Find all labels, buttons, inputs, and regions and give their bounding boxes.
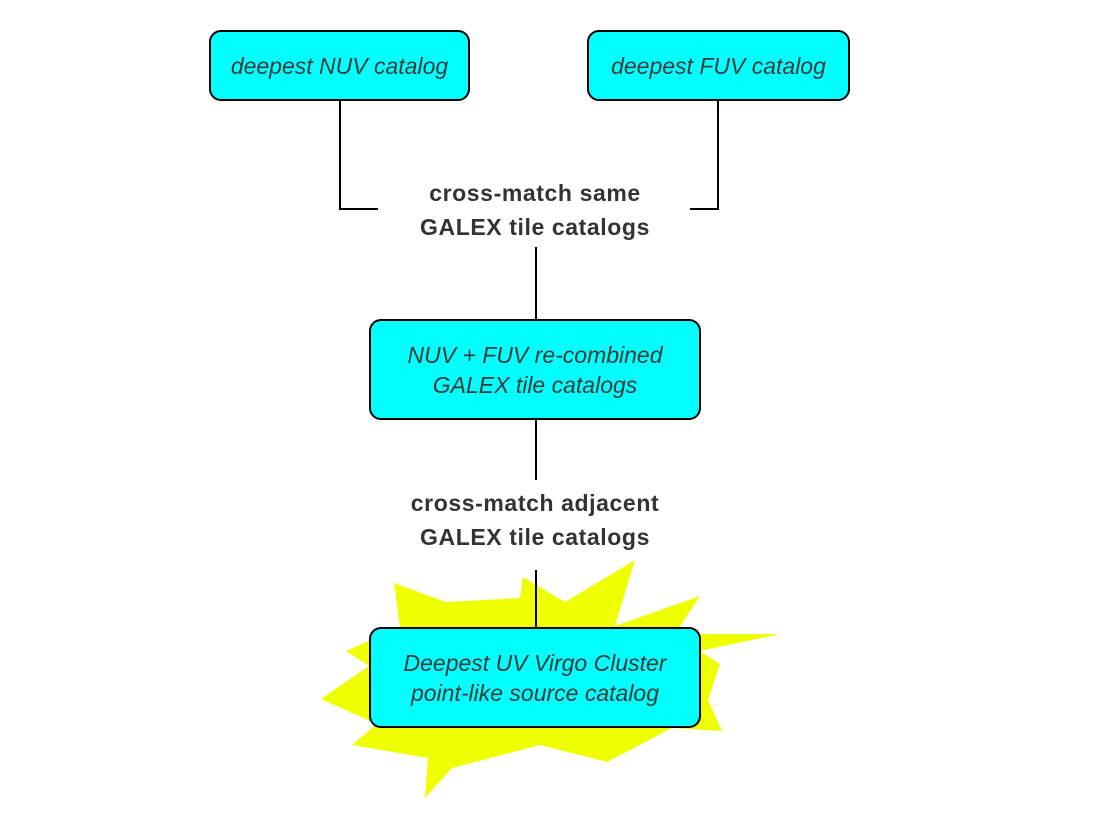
step-crossmatch-same-tile: cross-match same GALEX tile catalogs: [335, 176, 735, 244]
node-label-line-1: Deepest UV Virgo Cluster: [403, 649, 667, 676]
node-final-virgo-cluster-catalog: Deepest UV Virgo Cluster point-like sour…: [369, 627, 701, 728]
step-label-line-2: GALEX tile catalogs: [420, 214, 650, 240]
node-label-line-1: NUV + FUV re-combined: [407, 341, 663, 368]
node-recombined-tile-catalogs: NUV + FUV re-combined GALEX tile catalog…: [369, 319, 701, 420]
node-deepest-nuv-catalog: deepest NUV catalog: [209, 30, 470, 101]
node-label-line-2: GALEX tile catalogs: [432, 371, 638, 398]
node-label: deepest NUV catalog: [230, 52, 449, 79]
step-label-line-1: cross-match same: [429, 180, 641, 206]
connector-fuv-to-crossmatch: [690, 101, 719, 210]
step-crossmatch-adjacent-tile: cross-match adjacent GALEX tile catalogs: [335, 486, 735, 554]
connector-nuv-to-crossmatch: [339, 101, 378, 210]
step-label-line-1: cross-match adjacent: [410, 490, 660, 516]
node-label: deepest FUV catalog: [611, 52, 826, 79]
node-deepest-fuv-catalog: deepest FUV catalog: [587, 30, 850, 101]
step-label-line-2: GALEX tile catalogs: [420, 524, 650, 550]
node-label-line-2: point-like source catalog: [410, 679, 660, 706]
